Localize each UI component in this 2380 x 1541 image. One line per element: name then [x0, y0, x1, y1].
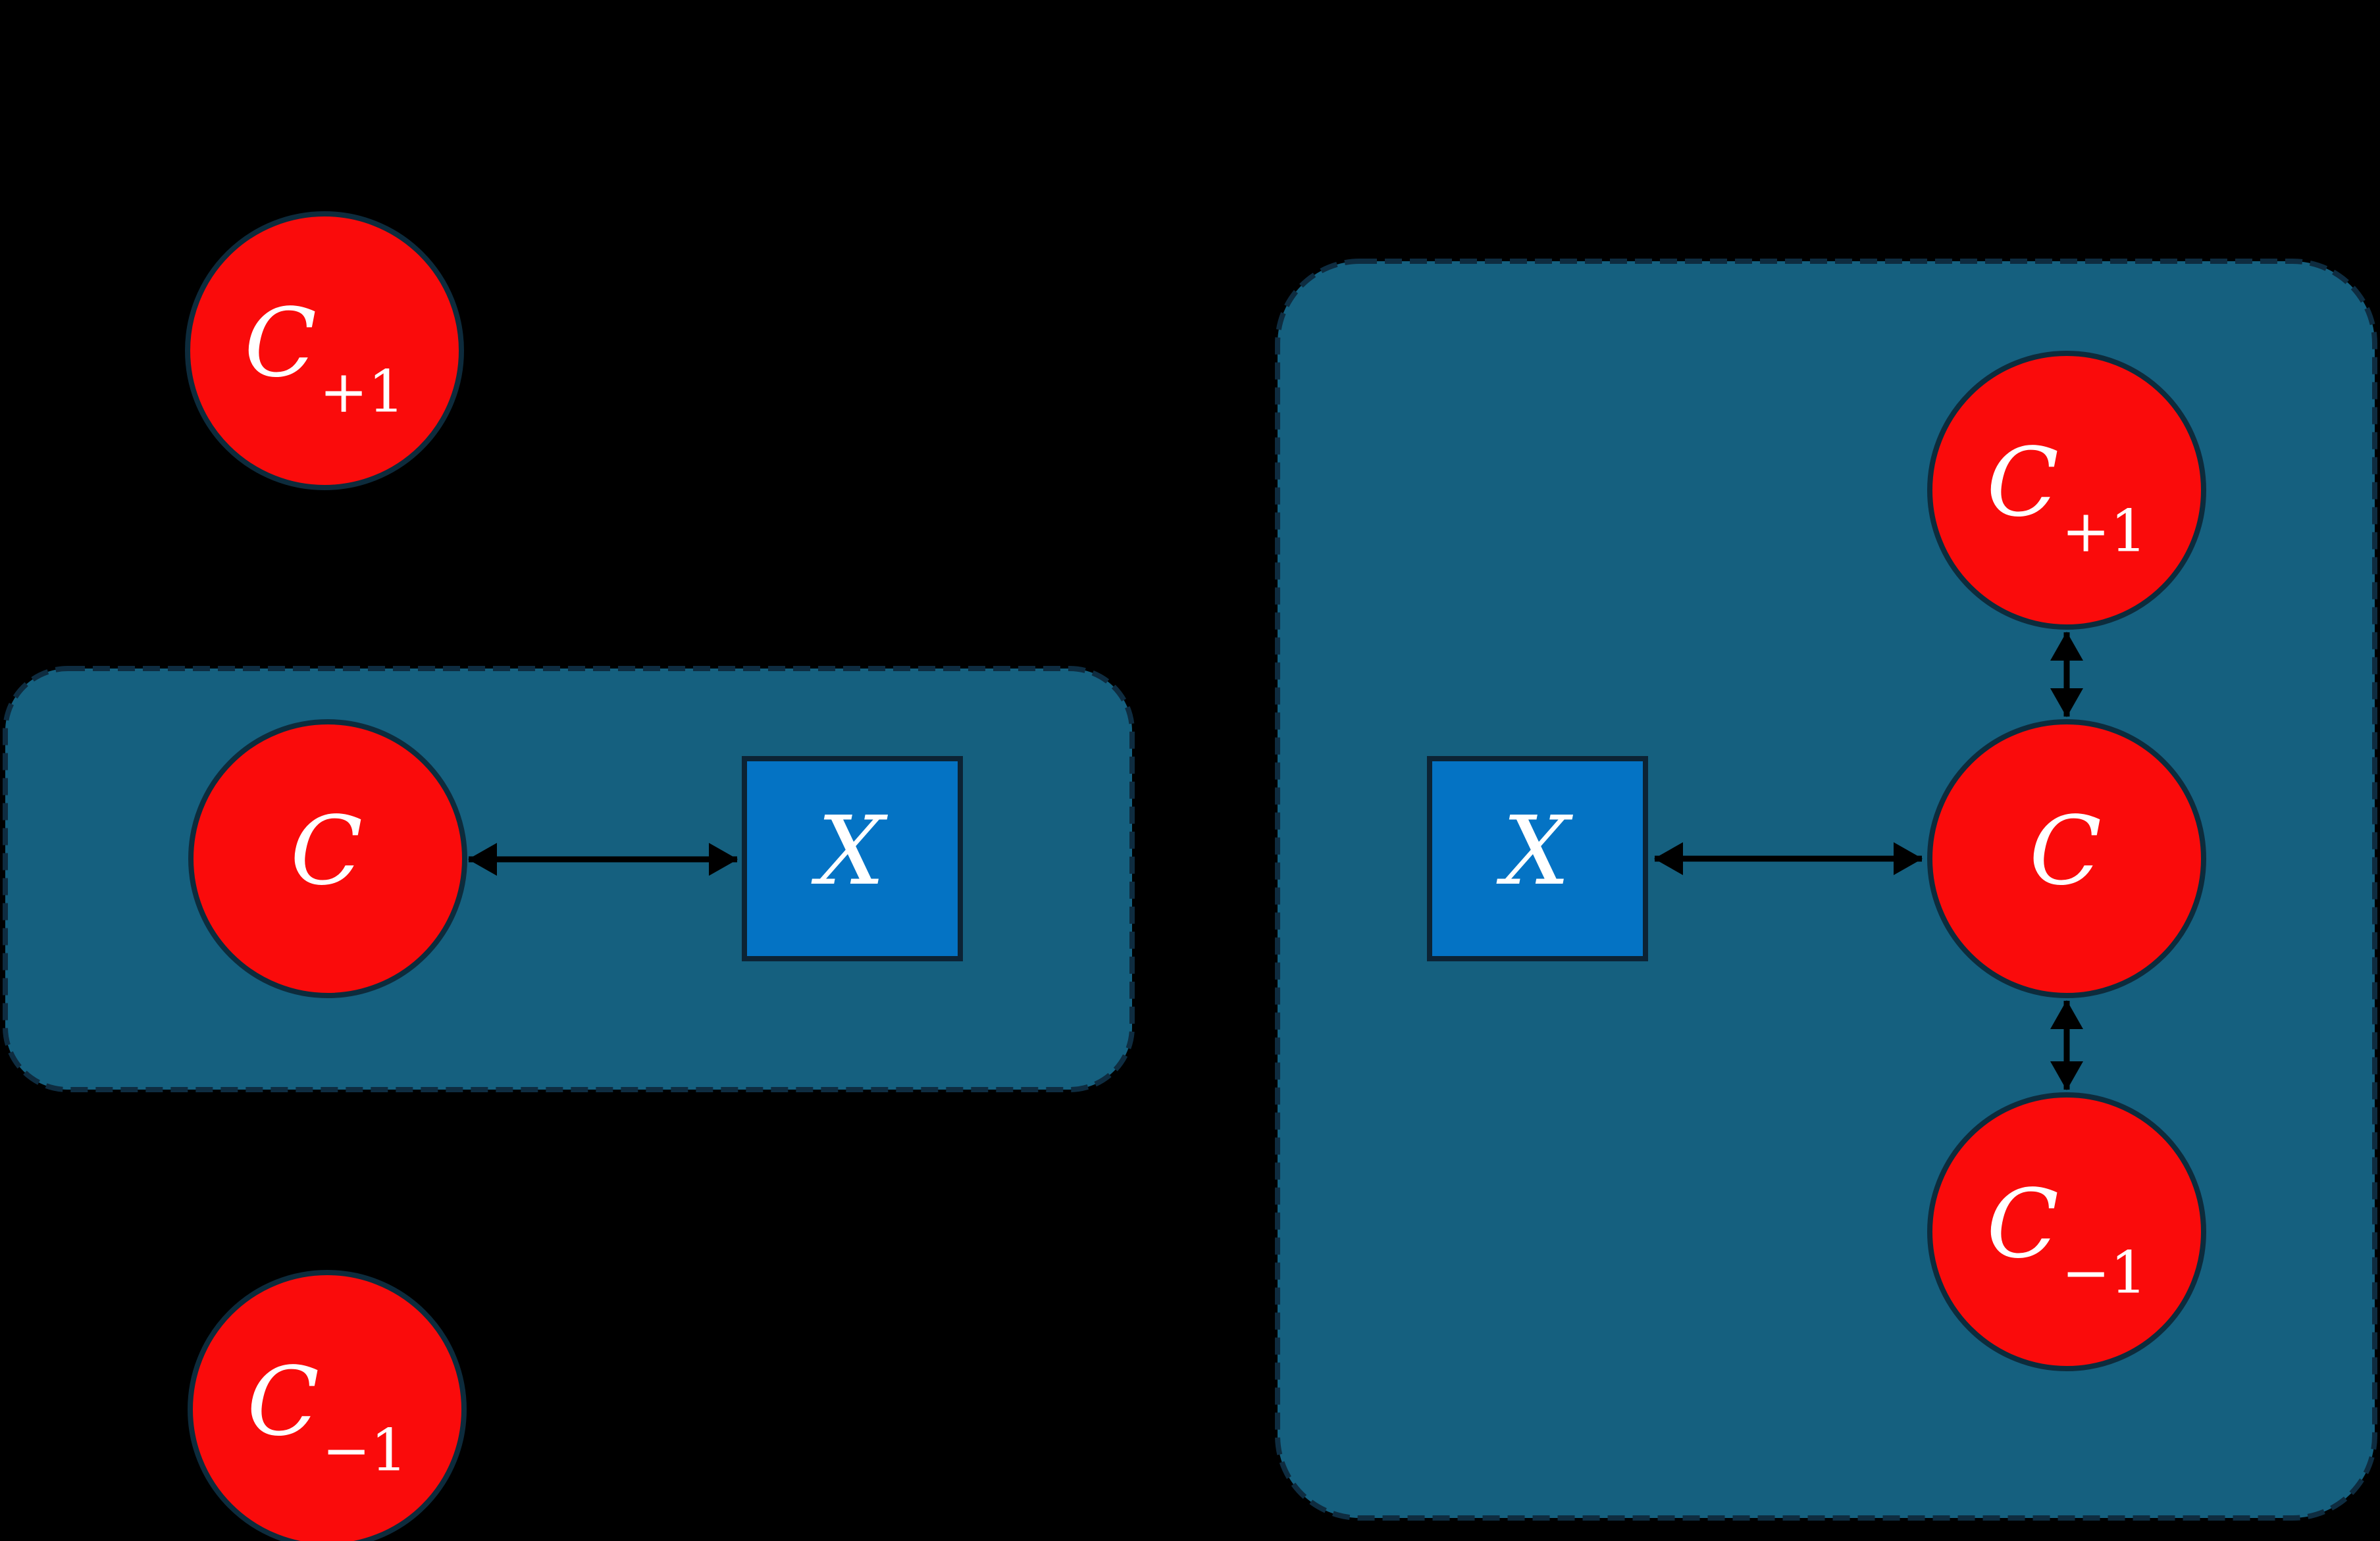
node-c-left: C	[188, 719, 467, 998]
node-x-left: X	[742, 756, 963, 961]
node-label: X	[1502, 796, 1570, 906]
node-label: C−1	[247, 1346, 407, 1484]
left-context-plate	[3, 666, 1135, 1092]
node-label: C+1	[1986, 427, 2147, 565]
node-c-minus-one-right: C−1	[1927, 1092, 2206, 1371]
node-label: C	[2029, 796, 2102, 906]
node-c-minus-one-left: C−1	[188, 1270, 467, 1541]
node-c-right: C	[1927, 719, 2206, 998]
node-x-right: X	[1427, 756, 1648, 961]
node-label: C+1	[244, 288, 405, 426]
node-c-plus-one-left: C+1	[185, 211, 464, 490]
node-label: X	[817, 796, 885, 906]
node-label: C−1	[1986, 1169, 2147, 1307]
node-c-plus-one-right: C+1	[1927, 351, 2206, 630]
node-label: C	[290, 796, 363, 906]
